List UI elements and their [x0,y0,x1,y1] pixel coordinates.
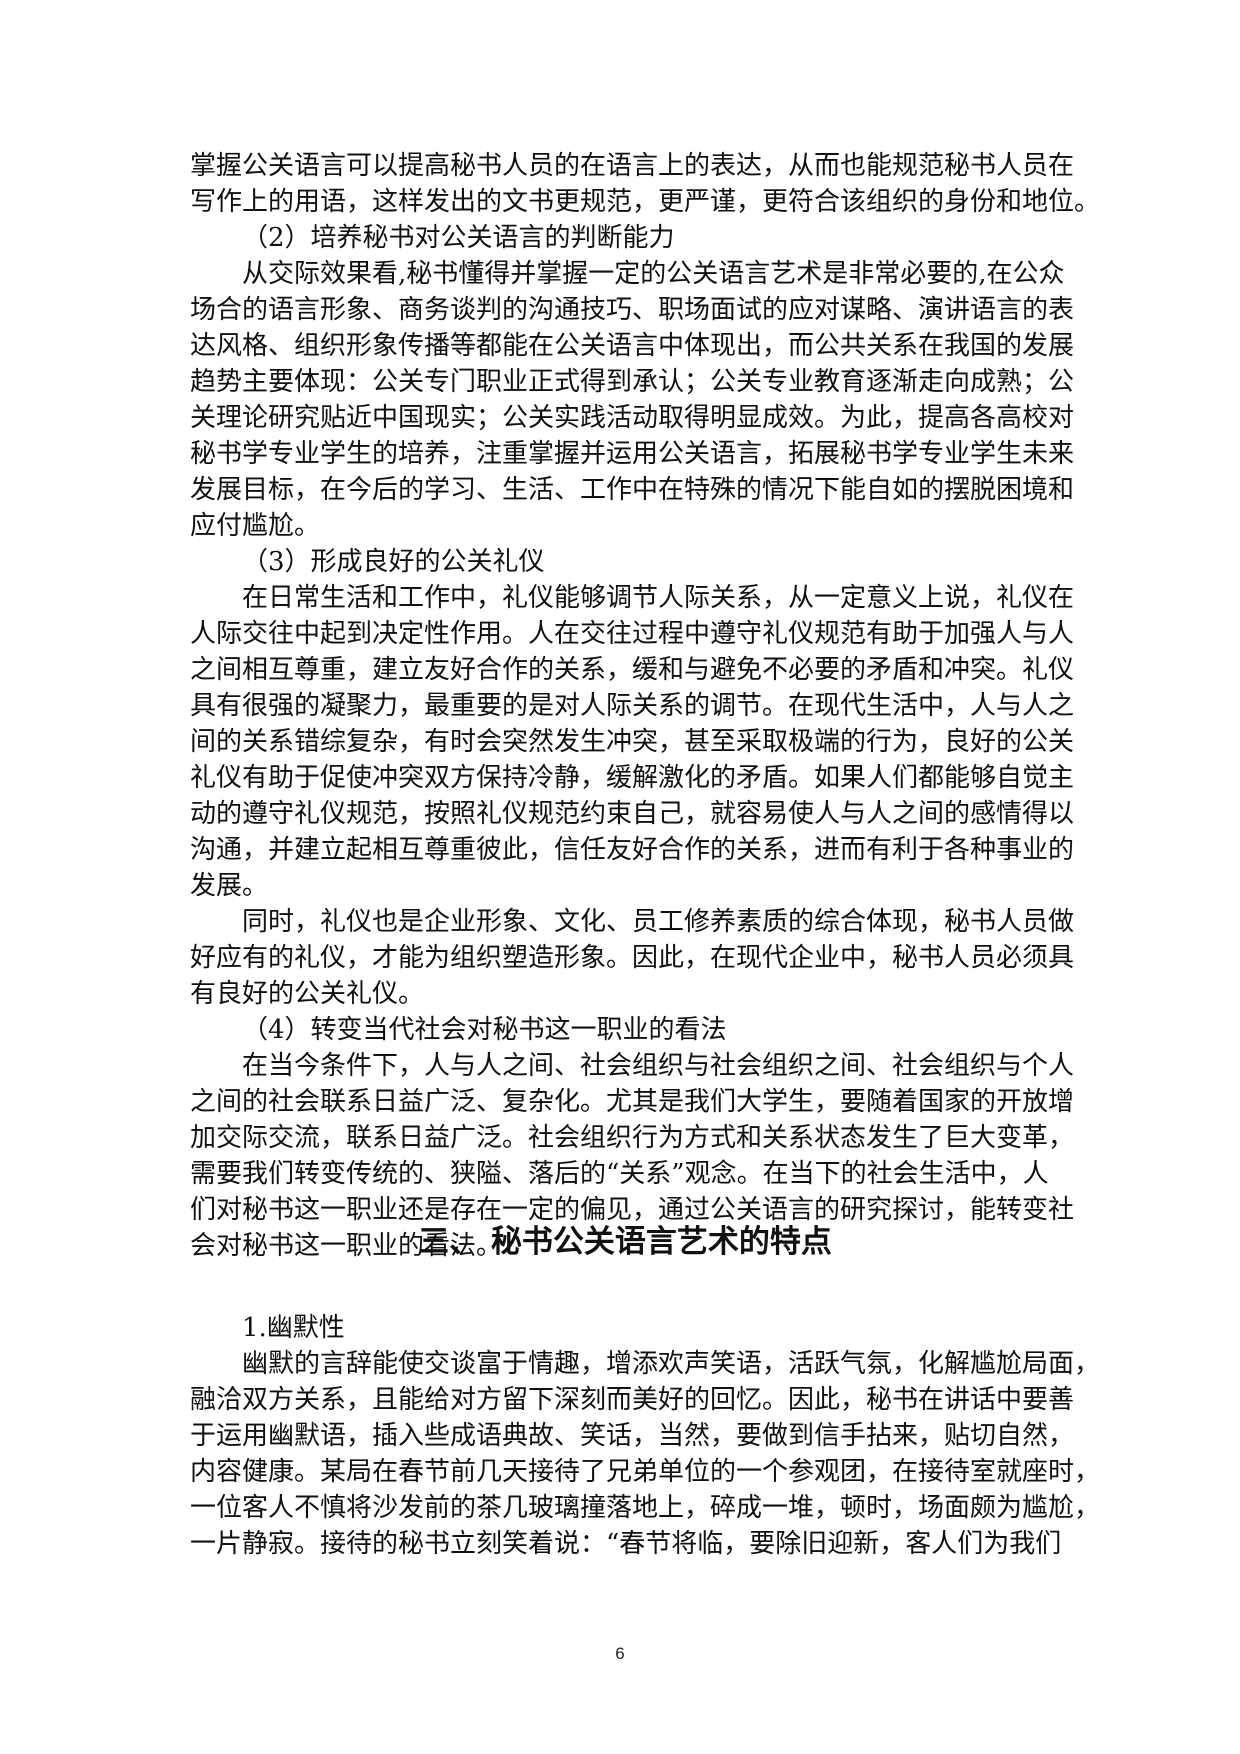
paragraph-line: 加交际交流，联系日益广泛。社会组织行为方式和关系状态发生了巨大变革， [190,1123,1075,1153]
paragraph-line: 之间的社会联系日益广泛、复杂化。尤其是我们大学生，要随着国家的开放增 [190,1087,1075,1117]
paragraph-line: 们对秘书这一职业还是存在一定的偏见，通过公关语言的研究探讨，能转变社 [190,1195,1075,1225]
paragraph-line: 秘书学专业学生的培养，注重掌握并运用公关语言，拓展秘书学专业学生未来 [190,439,1075,469]
page-number: 6 [615,1644,625,1663]
paragraph-line: 场合的语言形象、商务谈判的沟通技巧、职场面试的应对谋略、演讲语言的表 [190,295,1075,325]
paragraph-line: 好应有的礼仪，才能为组织塑造形象。因此，在现代企业中，秘书人员必须具 [190,943,1075,973]
paragraph-line: 内容健康。某局在春节前几天接待了兄弟单位的一个参观团，在接待室就座时， [190,1457,1101,1487]
paragraph-line: 幽默的言辞能使交谈富于情趣，增添欢声笑语，活跃气氛，化解尴尬局面， [242,1349,1101,1379]
paragraph-line: 融洽双方关系，且能给对方留下深刻而美好的回忆。因此，秘书在讲话中要善 [190,1385,1075,1415]
paragraph-line: 动的遵守礼仪规范，按照礼仪规范约束自己，就容易使人与人之间的感情得以 [190,799,1075,829]
paragraph-line: 之间相互尊重，建立友好合作的关系，缓和与避免不必要的矛盾和冲突。礼仪 [190,655,1075,685]
subsection-heading: （4）转变当代社会对秘书这一职业的看法 [242,1015,727,1045]
paragraph-line: 礼仪有助于促使冲突双方保持冷静，缓解激化的矛盾。如果人们都能够自觉主 [190,763,1075,793]
paragraph-line: 同时，礼仪也是企业形象、文化、员工修养素质的综合体现，秘书人员做 [242,907,1075,937]
paragraph-line: 在当今条件下，人与人之间、社会组织与社会组织之间、社会组织与个人 [242,1051,1075,1081]
paragraph-line: 写作上的用语，这样发出的文书更规范，更严谨，更符合该组织的身份和地位。 [190,187,1101,217]
paragraph-line: 人际交往中起到决定性作用。人在交往过程中遵守礼仪规范有助于加强人与人 [190,619,1075,649]
paragraph-line: 发展。 [190,871,269,901]
paragraph-line: 趋势主要体现：公关专门职业正式得到承认；公关专业教育逐渐走向成熟；公 [190,367,1075,397]
paragraph-line: 一片静寂。接待的秘书立刻笑着说：“春节将临，要除旧迎新，客人们为我们 [190,1529,1062,1559]
paragraph-line: 掌握公关语言可以提高秘书人员的在语言上的表达，从而也能规范秘书人员在 [190,151,1075,181]
subsection-heading: （2）培养秘书对公关语言的判断能力 [242,223,675,253]
paragraph-line: 关理论研究贴近中国现实；公关实践活动取得明显成效。为此，提高各高校对 [190,403,1075,433]
subsection-heading: （3）形成良好的公关礼仪 [242,547,545,577]
paragraph-line: 应付尴尬。 [190,511,321,541]
paragraph-line: 发展目标，在今后的学习、生活、工作中在特殊的情况下能自如的摆脱困境和 [190,475,1075,505]
paragraph-line: 于运用幽默语，插入些成语典故、笑话，当然，要做到信手拈来，贴切自然， [190,1421,1075,1451]
paragraph-line: 在日常生活和工作中，礼仪能够调节人际关系，从一定意义上说，礼仪在 [242,583,1075,613]
paragraph-line: 会对秘书这一职业的看法。 [190,1231,503,1261]
paragraph-line: 有良好的公关礼仪。 [190,979,425,1009]
subsection-heading: 1.幽默性 [242,1313,345,1343]
paragraph-line: 间的关系错综复杂，有时会突然发生冲突，甚至采取极端的行为，良好的公关 [190,727,1075,757]
paragraph-line: 具有很强的凝聚力，最重要的是对人际关系的调节。在现代生活中，人与人之 [190,691,1075,721]
paragraph-line: 一位客人不慎将沙发前的茶几玻璃撞落地上，碎成一堆，顿时，场面颇为尴尬， [190,1493,1101,1523]
paragraph-line: 达风格、组织形象传播等都能在公关语言中体现出，而公共关系在我国的发展 [190,331,1075,361]
section-heading: 三、 秘书公关语言艺术的特点 [418,1224,832,1260]
paragraph-line: 需要我们转变传统的、狭隘、落后的“关系”观念。在当下的社会生活中，人 [190,1159,1049,1189]
paragraph-line: 沟通，并建立起相互尊重彼此，信任友好合作的关系，进而有利于各种事业的 [190,835,1075,865]
paragraph-line: 从交际效果看,秘书懂得并掌握一定的公关语言艺术是非常必要的,在公众 [242,259,1065,289]
